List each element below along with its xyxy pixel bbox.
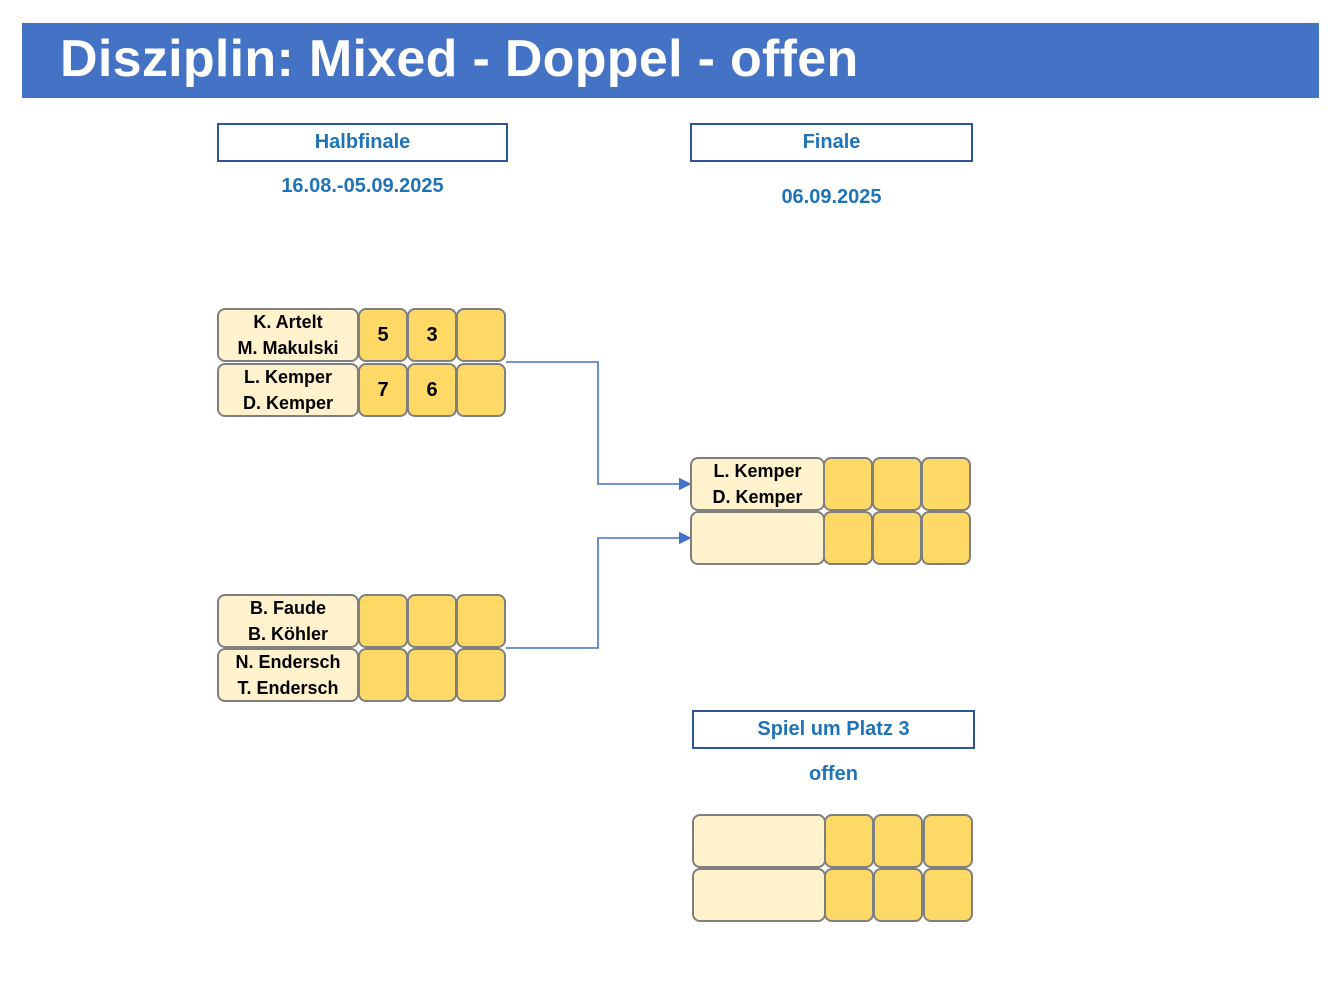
set-score: [923, 814, 973, 868]
team-name: [692, 868, 826, 922]
player-name: T. Endersch: [237, 678, 339, 698]
page-title: Disziplin: Mixed - Doppel - offen: [60, 30, 859, 88]
connector-semifinal-1-to-final: [506, 361, 692, 491]
set-score: [873, 814, 923, 868]
set-score: [923, 868, 973, 922]
set-score: [873, 868, 923, 922]
round-label-finale: Finale: [690, 123, 973, 162]
set-score: [456, 648, 506, 702]
set-score: [872, 511, 922, 565]
set-score: [407, 594, 457, 648]
team-name: L. Kemper D. Kemper: [217, 363, 359, 417]
player-name: D. Kemper: [242, 393, 334, 413]
team-name: K. Artelt M. Makulski: [217, 308, 359, 362]
player-name: L. Kemper: [243, 367, 333, 387]
round-label-third-place: Spiel um Platz 3: [692, 710, 975, 749]
round-date-third-place: offen: [809, 763, 858, 785]
round-date-finale: 06.09.2025: [781, 186, 882, 208]
set-score: [921, 457, 971, 511]
set-score: [824, 814, 874, 868]
team-name: N. Endersch T. Endersch: [217, 648, 359, 702]
set-score: [456, 308, 506, 362]
player-name: D. Kemper: [712, 487, 803, 507]
round-date-halbfinale: 16.08.-05.09.2025: [281, 175, 444, 197]
round-label-halbfinale: Halbfinale: [217, 123, 508, 162]
set-score: [921, 511, 971, 565]
player-name: L. Kemper: [713, 461, 802, 481]
set-score: [407, 648, 457, 702]
team-name: L. Kemper D. Kemper: [690, 457, 825, 511]
set-score: [358, 648, 408, 702]
set-score: [823, 511, 873, 565]
set-score: [456, 363, 506, 417]
player-name: N. Endersch: [235, 652, 341, 672]
set-score: [872, 457, 922, 511]
connector-semifinal-2-to-final: [506, 531, 692, 649]
set-score: [824, 868, 874, 922]
set-score: 7: [358, 363, 408, 417]
player-name: B. Faude: [249, 598, 326, 618]
set-score: [456, 594, 506, 648]
title-banner: Disziplin: Mixed - Doppel - offen: [22, 23, 1319, 98]
set-score: 3: [407, 308, 457, 362]
set-score: [358, 594, 408, 648]
team-name: B. Faude B. Köhler: [217, 594, 359, 648]
player-name: M. Makulski: [237, 338, 339, 358]
set-score: [823, 457, 873, 511]
set-score: 5: [358, 308, 408, 362]
set-score: 6: [407, 363, 457, 417]
team-name: [692, 814, 826, 868]
team-name: [690, 511, 825, 565]
player-name: K. Artelt: [253, 312, 323, 332]
player-name: B. Köhler: [247, 624, 328, 644]
